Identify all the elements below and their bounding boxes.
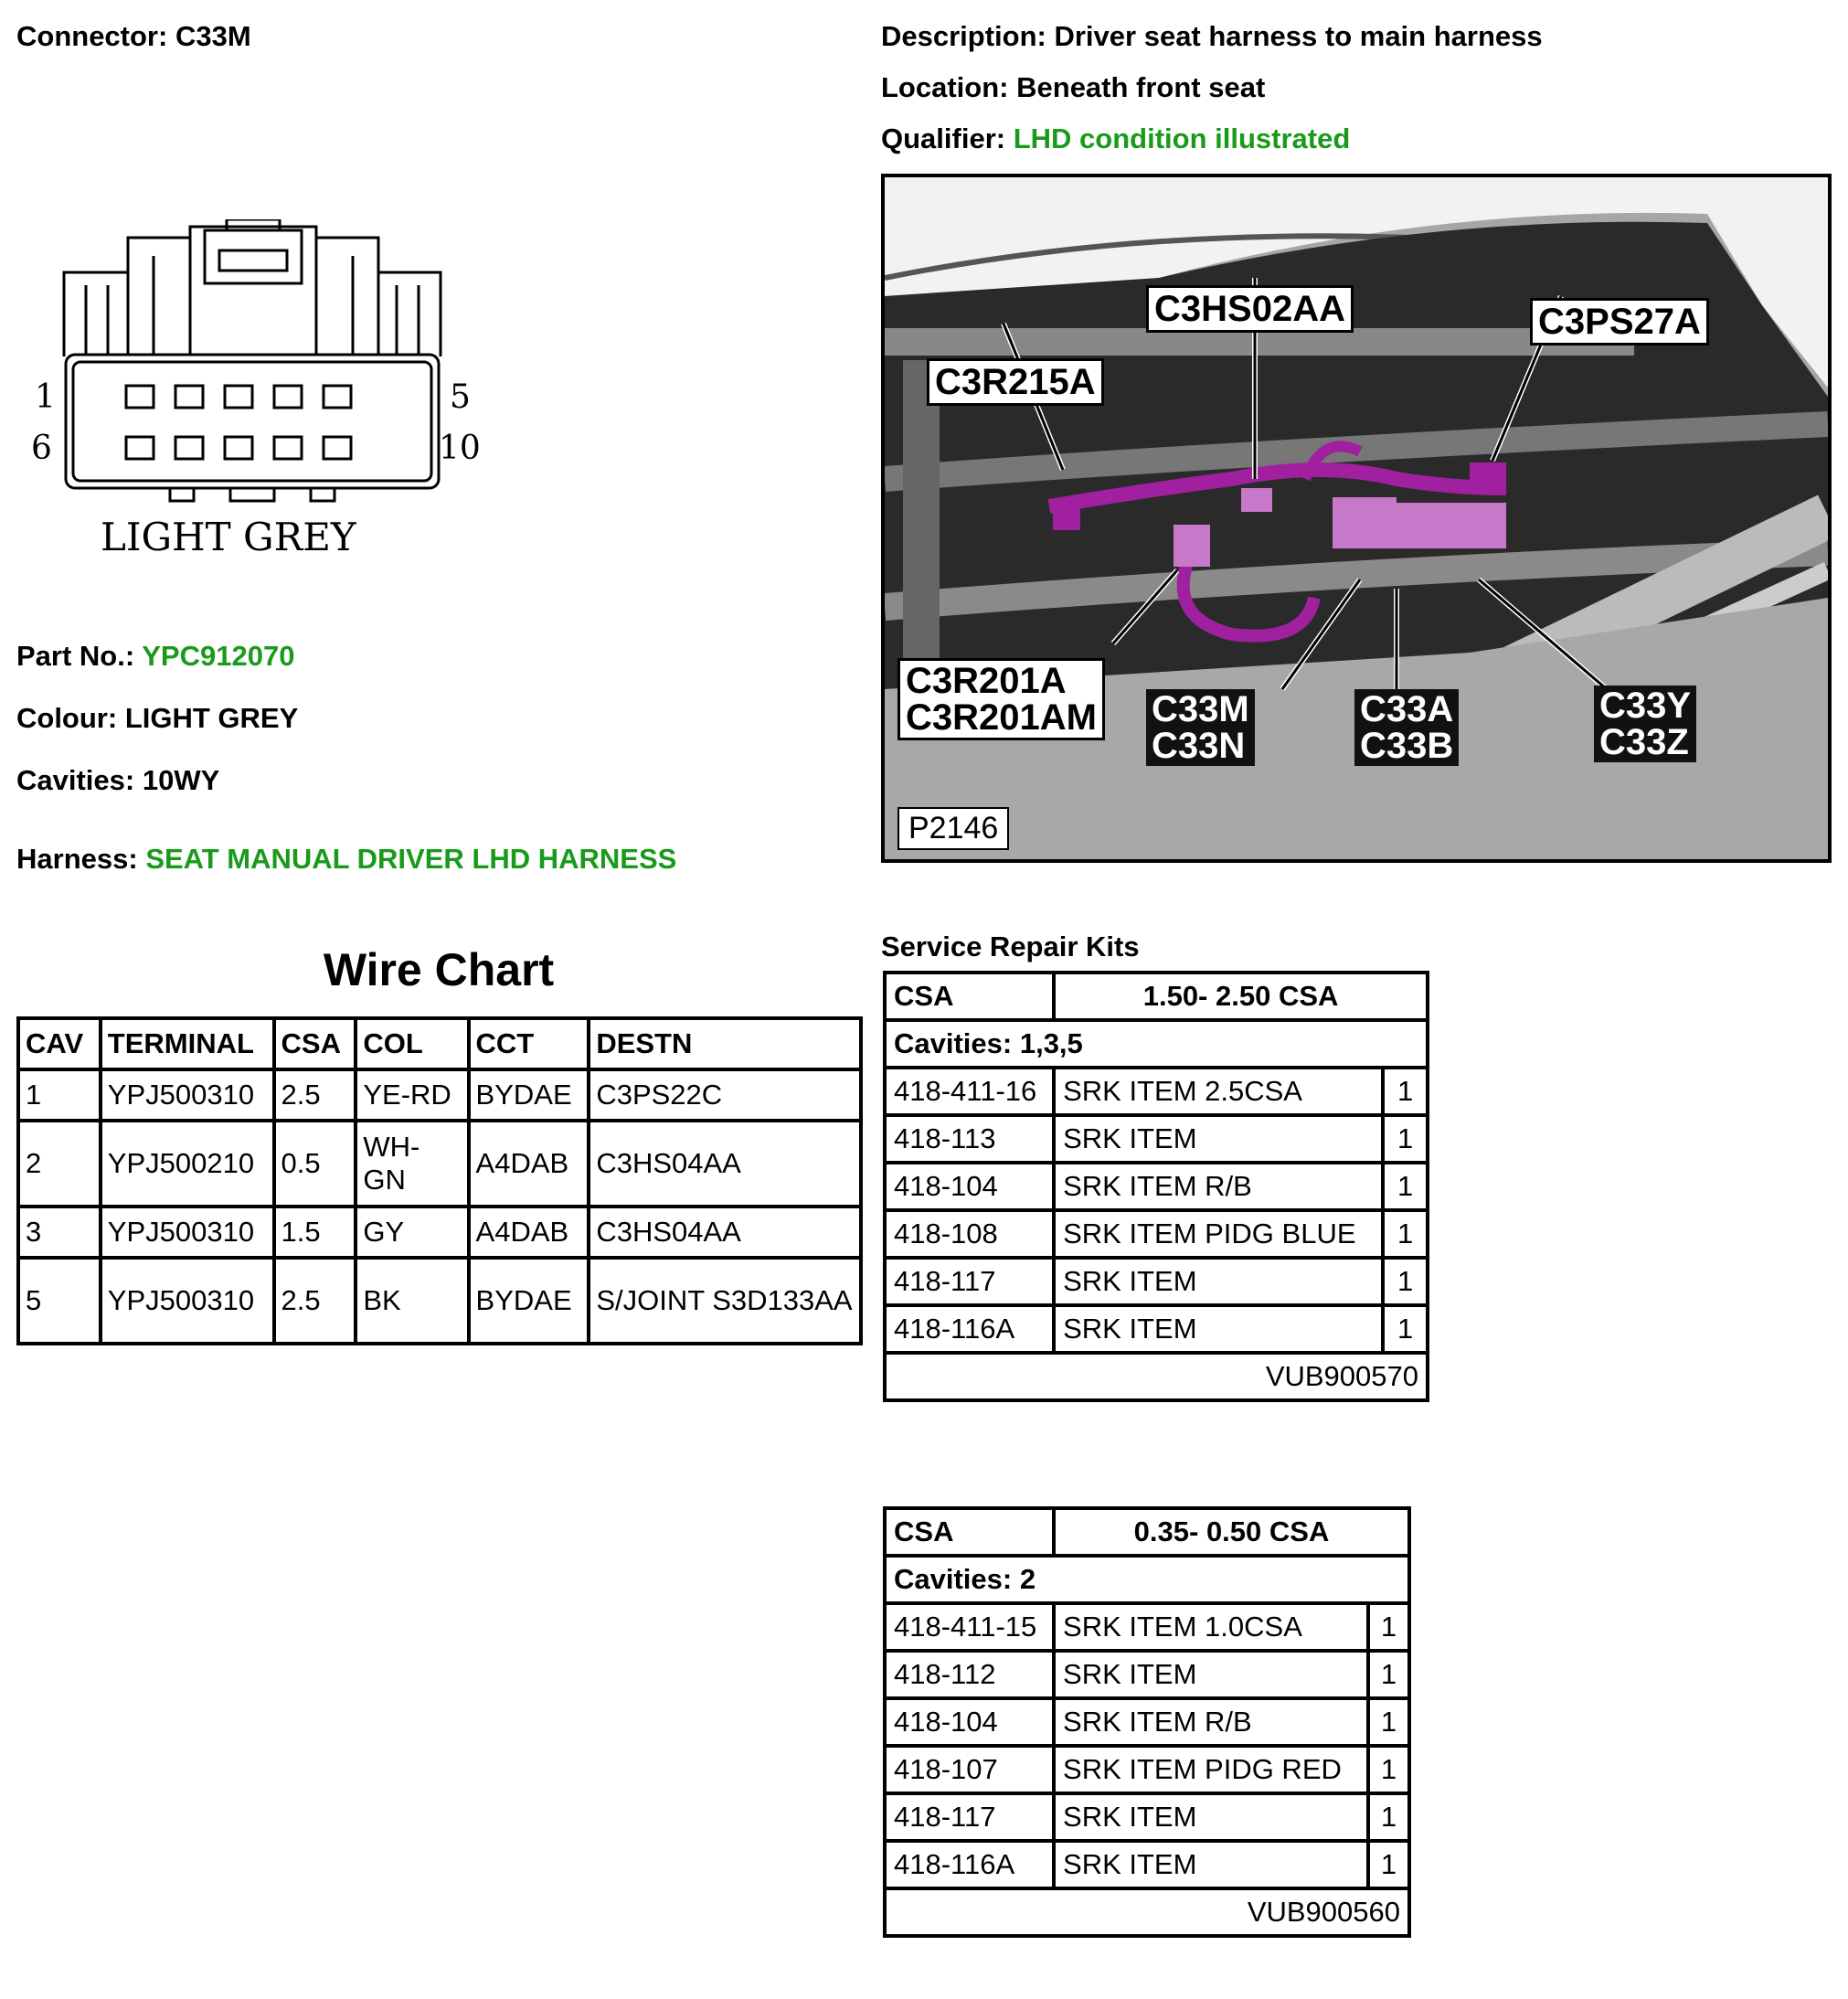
connector-id: C33M <box>175 20 251 52</box>
pin-6-label: 6 <box>31 430 52 467</box>
col-header-csa: CSA <box>271 1016 358 1071</box>
col-header-destn: DESTN <box>587 1016 863 1071</box>
kit-number: VUB900570 <box>883 1351 1429 1402</box>
srk-kit2-table: CSA 0.35- 0.50 CSA Cavities: 2 418-411-1… <box>882 1506 1412 1938</box>
connector-face-diagram: 1 5 6 10 LIGHT GREY <box>31 219 481 559</box>
photo-label-c3r201am: C3R201AM <box>906 697 1097 738</box>
pin-5-label: 5 <box>450 378 471 416</box>
photo-label-c33a-group: C33A C33B <box>1354 689 1460 766</box>
harness-line: Harness: SEAT MANUAL DRIVER LHD HARNESS <box>16 843 677 875</box>
col-header-cct: CCT <box>466 1016 591 1071</box>
location-line: Location: Beneath front seat <box>881 71 1266 103</box>
col-header-terminal: TERMINAL <box>98 1016 276 1071</box>
photo-label-c33m: C33M <box>1152 689 1249 729</box>
photo-reference: P2146 <box>897 807 1010 850</box>
pin-10-label: 10 <box>439 430 481 467</box>
photo-label-c3r201a: C3R201A <box>906 661 1067 701</box>
kit-number: VUB900560 <box>883 1887 1411 1938</box>
table-row: 2 YPJ500210 0.5 WH-GN A4DAB C3HS04AA <box>16 1119 863 1208</box>
photo-label-c33y-group: C33Y C33Z <box>1594 686 1697 762</box>
description-value: Driver seat harness to main harness <box>1054 20 1543 52</box>
table-row: 1 YPJ500310 2.5 YE-RD BYDAE C3PS22C <box>16 1068 863 1122</box>
photo-label-c33m-group: C33M C33N <box>1146 689 1255 766</box>
srk-kit1-csa-row: CSA 1.50- 2.50 CSA <box>882 971 1429 1022</box>
srk-kit2-number-row: VUB900560 <box>883 1887 1411 1938</box>
colour-line: Colour: LIGHT GREY <box>16 702 299 734</box>
location-value: Beneath front seat <box>1016 71 1266 103</box>
srk-title: Service Repair Kits <box>881 930 1140 962</box>
col-header-col: COL <box>354 1016 471 1071</box>
photo-label-c33n: C33N <box>1152 726 1246 766</box>
wire-chart-table: CAV TERMINAL CSA COL CCT DESTN 1 YPJ5003… <box>16 1016 863 1345</box>
description-line: Description: Driver seat harness to main… <box>881 20 1543 52</box>
srk-kit2-cavities-row: Cavities: 2 <box>883 1554 1411 1605</box>
srk-kit2-csa-row: CSA 0.35- 0.50 CSA <box>882 1506 1411 1558</box>
cavities-value: 10WY <box>142 764 220 796</box>
photo-label-c3hs02aa: C3HS02AA <box>1146 285 1354 333</box>
photo-label-c3r201a-group: C3R201A C3R201AM <box>897 658 1105 740</box>
photo-label-c33y: C33Y <box>1599 686 1692 726</box>
part-no-line: Part No.: YPC912070 <box>16 640 295 672</box>
table-row: 3 YPJ500310 1.5 GY A4DAB C3HS04AA <box>16 1205 863 1260</box>
srk-kit1-number-row: VUB900570 <box>883 1351 1429 1402</box>
photo-label-c3r215a: C3R215A <box>927 358 1104 406</box>
harness-value: SEAT MANUAL DRIVER LHD HARNESS <box>145 843 677 875</box>
cavities-line: Cavities: 10WY <box>16 764 220 796</box>
photo-label-c3ps27a: C3PS27A <box>1530 298 1709 346</box>
wire-chart-header-row: CAV TERMINAL CSA COL CCT DESTN <box>16 1016 863 1071</box>
colour-value: LIGHT GREY <box>124 702 299 734</box>
table-row: 5 YPJ500310 2.5 BK BYDAE S/JOINT S3D133A… <box>16 1256 863 1345</box>
photo-label-c33z: C33Z <box>1599 722 1689 762</box>
qualifier-line: Qualifier: LHD condition illustrated <box>881 122 1351 154</box>
location-photo: C3HS02AA C3PS27A C3R215A C3R201A C3R201A… <box>881 174 1832 863</box>
part-no-value: YPC912070 <box>142 640 295 672</box>
srk-kit1-table: CSA 1.50- 2.50 CSA Cavities: 1,3,5 418-4… <box>882 971 1429 1402</box>
col-header-cav: CAV <box>16 1016 102 1071</box>
photo-label-c33a: C33A <box>1360 689 1454 729</box>
diagram-colour-label: LIGHT GREY <box>101 515 357 559</box>
wire-chart-title: Wire Chart <box>323 944 555 995</box>
photo-label-c33b: C33B <box>1360 726 1454 766</box>
srk-kit1-cavities-row: Cavities: 1,3,5 <box>883 1018 1429 1069</box>
connector-line: Connector: C33M <box>16 20 251 52</box>
qualifier-value: LHD condition illustrated <box>1013 122 1351 154</box>
pin-1-label: 1 <box>35 378 56 416</box>
